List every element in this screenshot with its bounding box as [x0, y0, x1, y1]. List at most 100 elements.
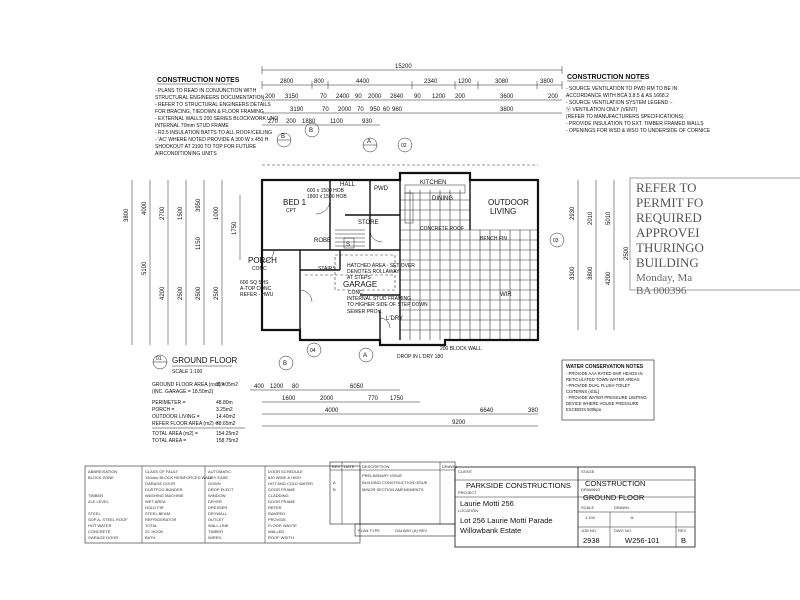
area-value: 154.25m2	[216, 431, 238, 437]
area-label: PERIMETER =	[152, 400, 186, 406]
stamp-line: THURINGO	[636, 240, 704, 255]
scale-value: 1:100	[585, 515, 596, 520]
marker-label: A	[367, 139, 371, 145]
legend-item: FLOOR WASTE	[268, 523, 297, 528]
project-name: Laurie Motti 256	[460, 499, 514, 508]
plan-note: BENCH FIN	[480, 236, 507, 242]
legend-item: REFRIGERATOR	[145, 517, 177, 522]
legend-item: DRYWALL	[208, 511, 228, 516]
note-line: - PROVIDE INSULATION TO EXT. TIMBER FRAM…	[566, 121, 704, 127]
dim-label: 400	[254, 384, 265, 390]
tile-grid	[400, 190, 538, 340]
dim-label: 3190	[290, 107, 304, 113]
dim-label: 3950	[196, 198, 202, 212]
plan-note: DENOTES ROLLAWAY	[347, 269, 400, 275]
dim-label: 2500	[214, 286, 220, 300]
drawing-label: DRAWING	[581, 487, 600, 492]
dim-label: 2500	[624, 246, 630, 260]
marker-label: 02	[401, 143, 407, 149]
water-note-line: DEVICE WHERE HOUSE PRESSURE	[566, 401, 639, 406]
area-label: OUTDOOR LIVING =	[152, 414, 200, 420]
dim-label: 2000	[368, 94, 382, 100]
note-line: - OPENINGS FOR WSD & WSO TO UNDERSIDE OF…	[566, 128, 711, 134]
dim-label: 2000	[338, 107, 352, 113]
dim-label: 3150	[285, 94, 299, 100]
notes-right-title: CONSTRUCTION NOTES	[567, 74, 650, 81]
note-line: AIRCONDITIONING UNITS	[155, 151, 217, 157]
note-line: - SOURCE VENTILATION TO PWD RM TO BE IN	[566, 86, 678, 92]
water-conservation-notes: WATER CONSERVATION NOTES - PROVIDE AAA R…	[561, 359, 655, 421]
legend-item: DOOR FRAME	[268, 499, 295, 504]
note-line: - REFER TO STRUCTURAL ENGINEERS DETAILS	[155, 102, 271, 108]
legend-item: HOT AND COLD WATER	[268, 481, 313, 486]
area-value: 48.80m	[216, 400, 233, 406]
area-value: 3.25m2	[216, 407, 233, 413]
plan-note: 600 SQ SHS	[240, 280, 269, 286]
plan-type-value: GALWAY (A) REV	[395, 528, 427, 533]
legend-item: ZLE LEVEL	[88, 499, 110, 504]
dim-label: 3080	[495, 79, 509, 85]
room-dining-label: DINING	[432, 196, 453, 202]
client-name: PARKSIDE CONSTRUCTIONS	[466, 481, 571, 490]
rev-header: DATE	[344, 464, 355, 469]
construction-notes-left: CONSTRUCTION NOTES - PLANS TO READ IN CO…	[155, 77, 278, 157]
dim-label: 2840	[390, 94, 404, 100]
section-marker-a-bottom: A	[358, 347, 374, 363]
note-line: ACCORDANCE WITH BCA 3.8.5 & AS 1668.2	[566, 93, 669, 99]
legend-item: SOP A- STEEL ROOF	[88, 517, 128, 522]
room-pwd-label: PWD	[374, 186, 389, 192]
location-line-2: Willowbank Estate	[460, 526, 521, 535]
drawn-label: DRAWN	[614, 505, 629, 510]
room-hall-label: HALL	[340, 182, 356, 188]
dim-label: 70	[320, 94, 327, 100]
legend-item: ZC HOOK	[145, 529, 164, 534]
plan-note: INTERNAL STUD FRAMING	[347, 296, 411, 302]
plan-note: CONCRETE ROOF	[420, 226, 464, 232]
note-line: STRUCTURAL ENGINEERS DOCUMENTATION	[155, 95, 264, 101]
drawn-value: JL	[630, 515, 635, 520]
stamp-line: BUILDING	[636, 255, 699, 270]
job-label: JOB NO.	[581, 528, 597, 533]
water-note-line: - PROVIDE WATER PRESSURE LIMITING	[566, 395, 647, 400]
legend-item: DRYER	[208, 499, 222, 504]
dim-label: 3800	[540, 79, 554, 85]
dim-label: 6640	[480, 408, 494, 414]
stage-label: STAGE	[581, 469, 595, 474]
dim-label: 90	[414, 94, 421, 100]
job-number: 2938	[583, 536, 600, 545]
dim-label: 4200	[160, 286, 166, 300]
legend-item: BATH	[145, 535, 155, 540]
legend-item: DOWN	[208, 481, 221, 486]
drawing-value: GROUND FLOOR	[583, 493, 645, 502]
rev-cell: PRELIMINARY ISSUE	[362, 473, 402, 478]
rev-cell: A	[333, 480, 336, 485]
construction-notes-right: CONSTRUCTION NOTES - SOURCE VENTILATION …	[566, 74, 711, 134]
water-notes-title: WATER CONSERVATION NOTES	[566, 364, 644, 370]
legend-item: ROOF WIDTH	[268, 535, 294, 540]
project-label: PROJECT	[458, 490, 477, 495]
dim-label: 2700	[160, 206, 166, 220]
water-note-line: - PROVIDE DUAL FLUSH TOILET	[566, 383, 631, 388]
water-note-line: CISTERNS (4/3L)	[566, 389, 600, 394]
plan-note: HATCHED AREA - SET OVER	[347, 263, 415, 269]
right-dimensions: 2930 3300 2010 3800 5010 4200 2500	[570, 180, 630, 330]
room-bed1-label: BED 1	[283, 198, 307, 207]
plan-note: STAIRS	[318, 266, 336, 272]
area-table: GROUND FLOOR AREA (roof) = 119.05m2 (INC…	[152, 382, 245, 444]
legend-item: WET AREA	[145, 499, 166, 504]
note-line: FOR BRACING, TIEDOWN & FLOOR FRAMING	[155, 109, 264, 115]
dim-label: 4000	[325, 408, 339, 414]
legend-item: STEEL	[88, 511, 101, 516]
legend-item: CONCRETE	[88, 529, 111, 534]
plan-type-label: PLAN TYPE	[358, 528, 380, 533]
marker-label: B	[281, 134, 285, 140]
dim-label: 2400	[336, 94, 350, 100]
room-wir-label: WIR	[500, 292, 512, 298]
legend-item: DRESSER	[208, 505, 227, 510]
marker-label: B	[309, 128, 313, 134]
area-value: 119.05m2	[216, 382, 238, 388]
rev-label: REV	[678, 528, 687, 533]
title-block: CLIENT PARKSIDE CONSTRUCTIONS PROJECT La…	[454, 466, 696, 548]
area-label: (INC. GARAGE = 18.50m2)	[152, 389, 214, 395]
legend-item: WINDOW	[208, 493, 226, 498]
